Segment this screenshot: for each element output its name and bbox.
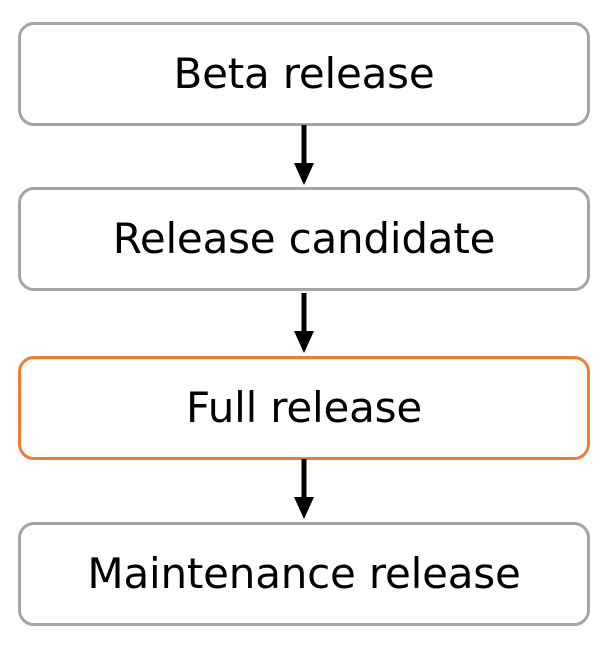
flow-arrow-full-release-to-maintenance-release xyxy=(290,459,318,521)
flow-arrow-release-candidate-to-full-release xyxy=(290,293,318,355)
flow-node-label: Beta release xyxy=(173,49,435,98)
flow-node-maintenance-release[interactable]: Maintenance release xyxy=(18,522,590,626)
flow-node-beta-release[interactable]: Beta release xyxy=(18,22,590,126)
flow-arrow-beta-release-to-release-candidate xyxy=(290,125,318,187)
flow-node-release-candidate[interactable]: Release candidate xyxy=(18,187,590,291)
flow-node-label: Maintenance release xyxy=(87,549,521,598)
flow-node-full-release[interactable]: Full release xyxy=(18,356,590,460)
flow-node-label: Full release xyxy=(186,383,422,432)
flow-node-label: Release candidate xyxy=(112,214,496,263)
